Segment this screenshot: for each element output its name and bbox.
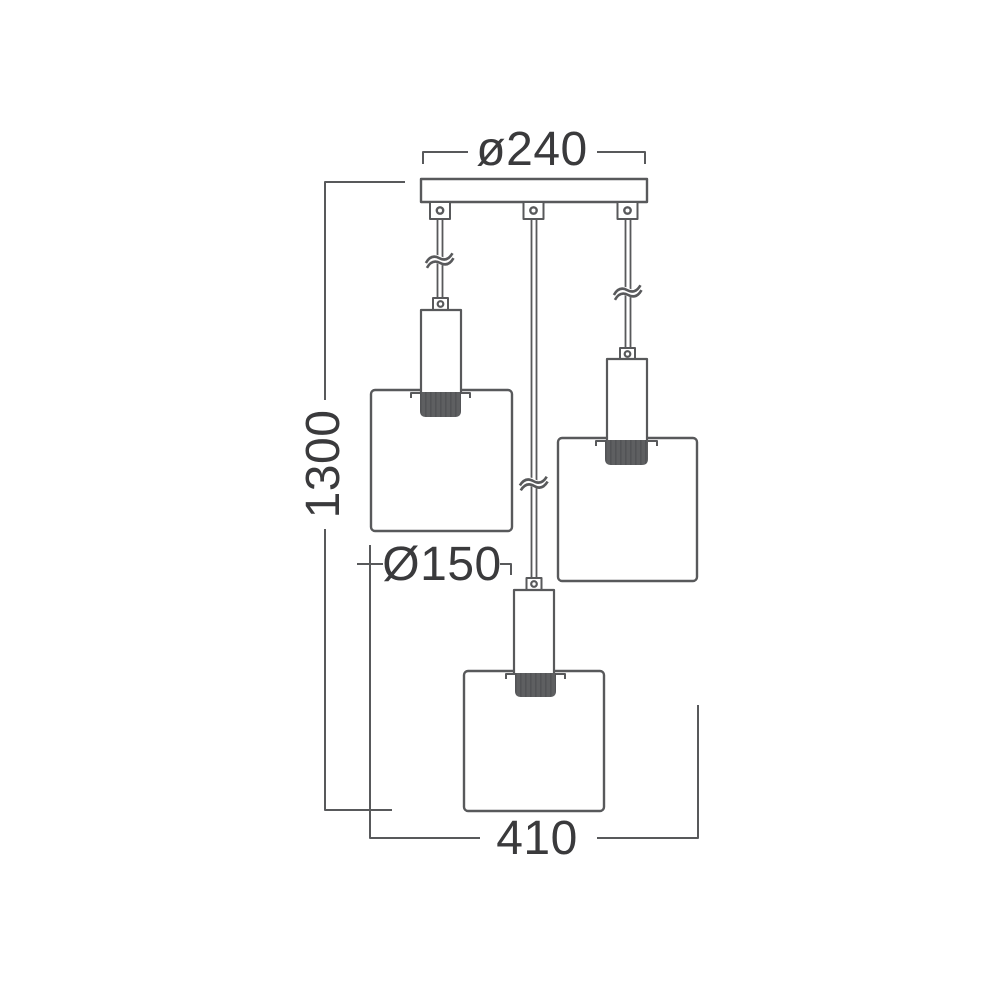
lamp-holder-right	[605, 357, 649, 441]
cable-break-icon	[610, 284, 645, 301]
cable-cap-screw-icon	[623, 350, 632, 358]
cable-grips	[429, 201, 639, 220]
cable-grip-left	[429, 201, 451, 220]
lamp-socket-right	[605, 440, 648, 465]
dimension-lines-canopy-diameter	[422, 151, 646, 164]
lamp-socket-center	[515, 673, 556, 697]
dimension-label-shade-diameter: Ø150	[382, 538, 502, 592]
cable-cap-center	[525, 577, 543, 591]
cable-grip-center	[522, 201, 545, 220]
lamp-center	[462, 577, 606, 813]
shade-clip-marks	[505, 673, 566, 679]
cable-break-symbols	[422, 252, 645, 492]
cable-grip-right	[616, 201, 639, 220]
cable-break-icon	[516, 475, 551, 492]
shade-clip-marks	[595, 440, 658, 446]
lamp-right	[556, 347, 699, 583]
cable-cap-screw-icon	[436, 300, 445, 308]
dimension-label-overall-height: 1300	[297, 409, 350, 519]
dimension-label-canopy-diameter: ø240	[476, 123, 588, 177]
suspension-cable-center	[530, 219, 538, 578]
lamp-holder-center	[512, 588, 556, 674]
ceiling-canopy	[419, 177, 649, 204]
cable-cap-screw-icon	[530, 580, 538, 588]
dimension-label-overall-width: 410	[496, 812, 578, 866]
cable-cap-left	[432, 297, 449, 311]
cable-break-icon	[422, 252, 457, 269]
suspension-cable-right	[624, 219, 632, 348]
shade-clip-marks	[410, 392, 471, 398]
lamp-holder-left	[419, 308, 463, 393]
lamp-left	[369, 297, 514, 533]
dimension-lines-overall-width	[369, 545, 699, 839]
lamp-socket-left	[420, 392, 461, 417]
